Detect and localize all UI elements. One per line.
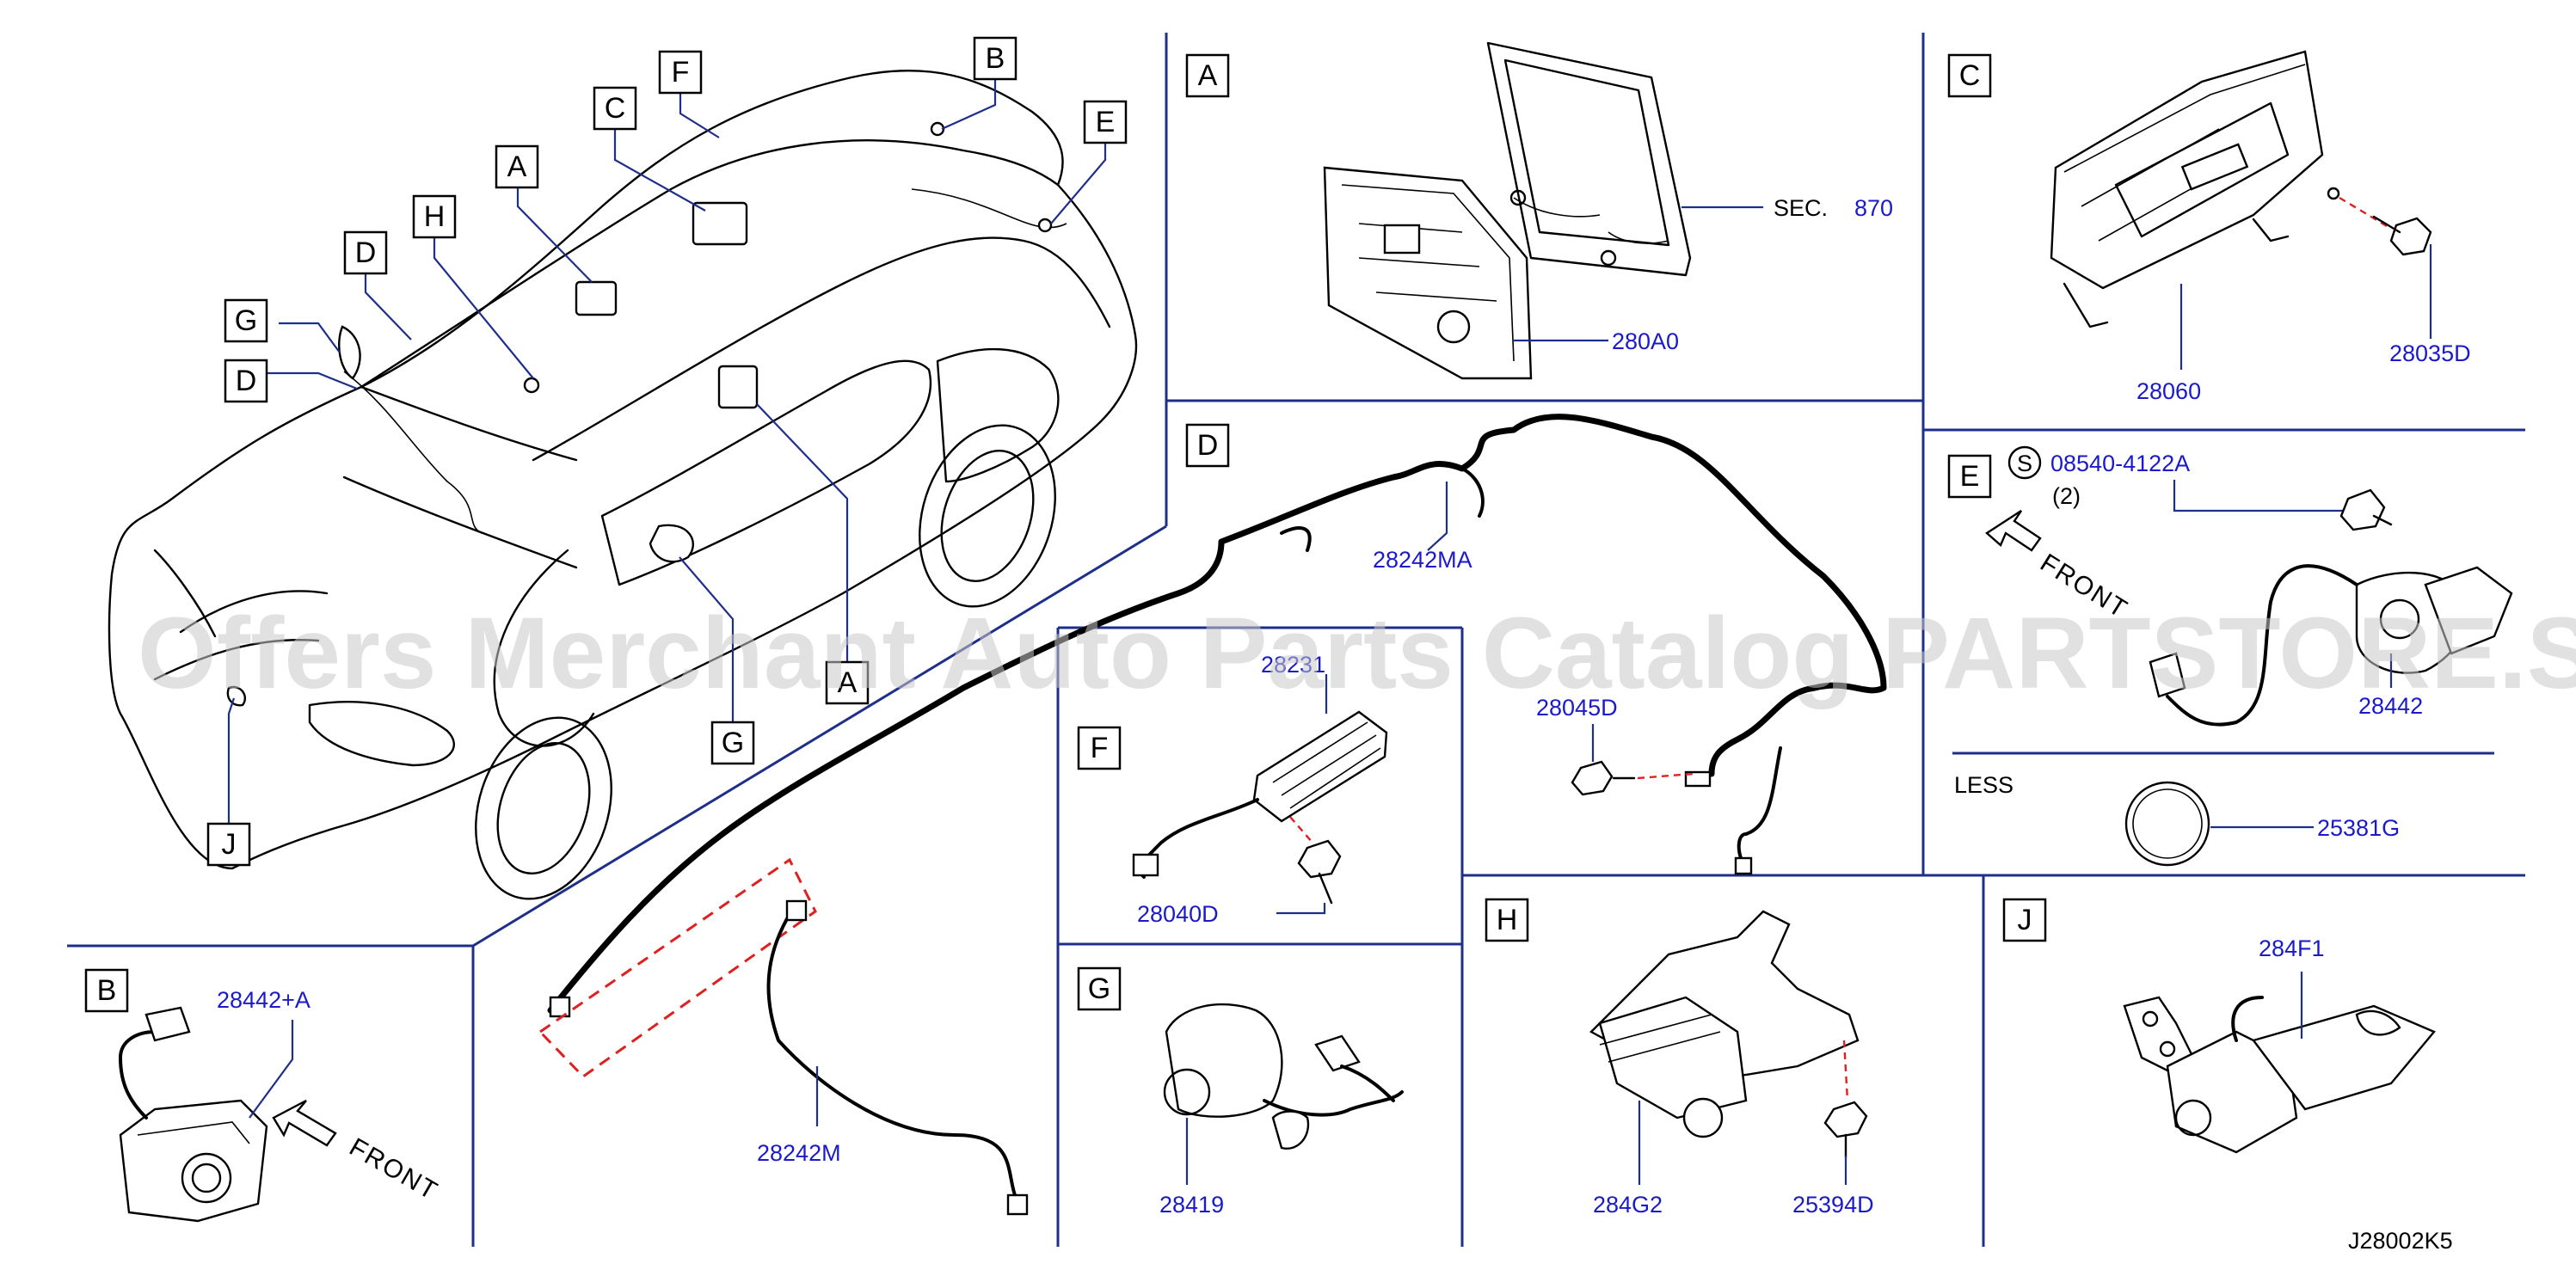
callout-G-lower[interactable]: G	[710, 721, 755, 765]
svg-text:G: G	[722, 727, 744, 759]
section-E-label[interactable]: E	[1947, 454, 1992, 499]
part-25381G[interactable]: 25381G	[2317, 815, 2400, 841]
part-28419[interactable]: 28419	[1159, 1192, 1224, 1218]
section-H-label[interactable]: H	[1485, 898, 1529, 942]
part-28231[interactable]: 28231	[1261, 652, 1325, 678]
part-284F1[interactable]: 284F1	[2259, 936, 2325, 961]
section-D-label[interactable]: D	[1185, 423, 1230, 468]
part-28442[interactable]: 28442	[2358, 693, 2423, 719]
svg-text:H: H	[424, 200, 446, 233]
section-B: B 28442+A FRONT	[84, 968, 444, 1223]
callout-D-upper[interactable]: D	[343, 230, 388, 275]
svg-text:D: D	[1197, 429, 1219, 462]
section-C: C 28035D 28060	[1947, 50, 2471, 404]
sec-prefix: SEC.	[1774, 195, 1828, 221]
part-08540-4122A[interactable]: 08540-4122A	[2050, 451, 2190, 476]
less-label: LESS	[1954, 772, 2013, 798]
sec-number[interactable]: 870	[1854, 195, 1893, 221]
section-A-label[interactable]: A	[1185, 53, 1230, 98]
section-F-label[interactable]: F	[1077, 726, 1122, 770]
section-J: J 284F1	[2002, 898, 2436, 1154]
front-arrow-label-B: FRONT	[345, 1132, 444, 1205]
section-F: F 28231 28040D	[1077, 652, 1388, 927]
svg-text:J: J	[2018, 904, 2032, 936]
part-28242M[interactable]: 28242M	[757, 1140, 841, 1166]
callout-E[interactable]: E	[1083, 100, 1128, 144]
svg-text:E: E	[1960, 460, 1980, 493]
svg-text:B: B	[97, 974, 117, 1007]
part-284G2[interactable]: 284G2	[1593, 1192, 1663, 1218]
part-28040D[interactable]: 28040D	[1137, 901, 1219, 927]
part-28060[interactable]: 28060	[2136, 378, 2201, 404]
part-28035D[interactable]: 28035D	[2389, 340, 2471, 366]
section-J-label[interactable]: J	[2002, 898, 2047, 942]
svg-text:G: G	[1088, 972, 1110, 1005]
bolt-quantity: (2)	[2052, 483, 2081, 509]
callout-A[interactable]: A	[495, 144, 539, 189]
callout-B[interactable]: B	[973, 36, 1017, 81]
part-280A0[interactable]: 280A0	[1612, 328, 1679, 354]
callout-C[interactable]: C	[593, 86, 637, 131]
overview-leaders	[227, 79, 1107, 824]
svg-text:D: D	[236, 365, 257, 397]
svg-text:G: G	[235, 304, 257, 337]
section-H: H 284G2 25394D	[1485, 898, 1874, 1218]
callout-J[interactable]: J	[206, 822, 251, 867]
part-25394D[interactable]: 25394D	[1792, 1192, 1874, 1218]
section-D: D 28242MA 28045D 28242M	[538, 414, 1887, 1216]
s-mark: S	[2017, 451, 2032, 476]
section-dividers	[67, 33, 2525, 1247]
callout-D-lower[interactable]: D	[224, 359, 268, 403]
section-C-label[interactable]: C	[1947, 53, 1992, 98]
section-G-label[interactable]: G	[1077, 966, 1122, 1011]
svg-text:A: A	[507, 150, 527, 183]
svg-text:A: A	[838, 666, 858, 699]
section-G: G 28419	[1077, 966, 1404, 1218]
diagram-code: J28002K5	[2348, 1228, 2453, 1254]
svg-text:F: F	[1091, 732, 1109, 764]
svg-text:B: B	[986, 42, 1005, 75]
part-28045D[interactable]: 28045D	[1536, 695, 1618, 721]
section-B-label[interactable]: B	[84, 968, 129, 1013]
part-28442-A[interactable]: 28442+A	[217, 987, 310, 1013]
svg-text:A: A	[1198, 59, 1218, 92]
callout-H[interactable]: H	[412, 194, 457, 239]
svg-text:H: H	[1497, 904, 1518, 936]
vehicle-overview	[108, 69, 1138, 900]
watermark: Offers Merchant Auto Parts Catalog PARTS…	[138, 597, 2576, 710]
callout-F[interactable]: F	[658, 50, 703, 95]
svg-text:C: C	[1959, 59, 1981, 92]
svg-text:C: C	[605, 92, 626, 125]
callout-G-left[interactable]: G	[224, 298, 268, 343]
svg-text:J: J	[222, 828, 237, 861]
svg-text:E: E	[1096, 106, 1116, 138]
part-28242MA[interactable]: 28242MA	[1373, 547, 1472, 573]
svg-text:F: F	[672, 56, 690, 89]
section-A: A SEC. 870 280A0	[1185, 41, 1893, 380]
callout-A-lower[interactable]: A	[825, 660, 870, 705]
svg-text:D: D	[355, 236, 377, 269]
